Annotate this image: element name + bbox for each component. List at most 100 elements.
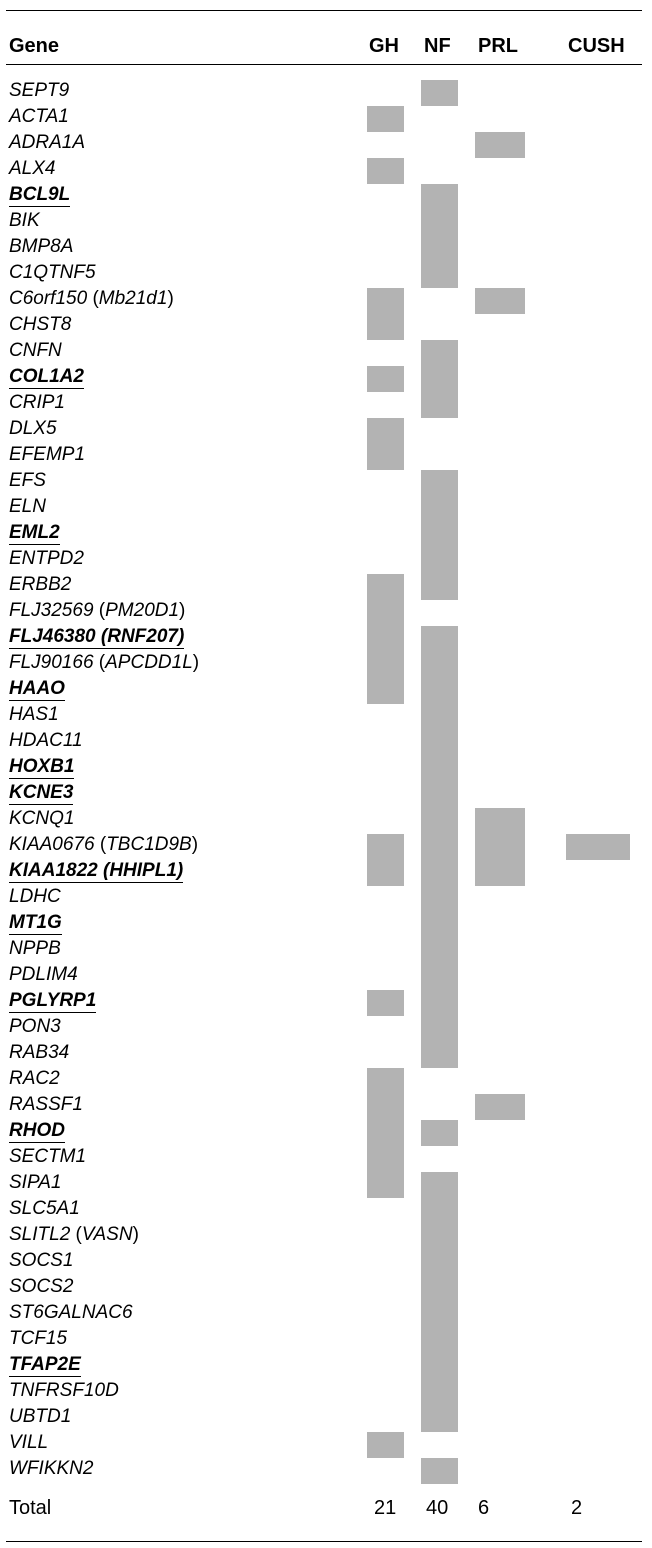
presence-bar-gh <box>367 106 404 132</box>
gene-name: ST6GALNAC6 <box>9 1302 133 1323</box>
presence-bar-nf <box>421 470 458 600</box>
gene-label: ELN <box>9 496 46 518</box>
header-prl: PRL <box>478 35 518 57</box>
gene-label: SOCS2 <box>9 1276 73 1298</box>
presence-bar-nf <box>421 1458 458 1484</box>
gene-alias: TBC1D9B <box>106 834 192 855</box>
gene-name: PDLIM4 <box>9 964 78 985</box>
gene-label: NPPB <box>9 938 61 960</box>
gene-label: SIPA1 <box>9 1172 61 1194</box>
gene-label: SEPT9 <box>9 80 69 102</box>
gene-label: FLJ32569 (PM20D1) <box>9 600 186 621</box>
header-gene: Gene <box>9 35 60 57</box>
gene-name: ENTPD2 <box>9 548 84 569</box>
gene-label: HAS1 <box>9 704 59 726</box>
header-nf: NF <box>424 35 451 57</box>
header-gh: GH <box>369 35 399 57</box>
gene-name: ALX4 <box>9 158 56 179</box>
gene-label: EFEMP1 <box>9 444 85 466</box>
presence-bar-gh <box>367 990 404 1016</box>
gene-label: EML2 <box>9 522 60 545</box>
gene-name: SIPA1 <box>9 1172 62 1193</box>
top-rule <box>6 10 642 11</box>
gene-name: VILL <box>9 1432 49 1453</box>
presence-bar-nf <box>421 340 458 418</box>
gene-label: PGLYRP1 <box>9 990 97 1013</box>
gene-label: TCF15 <box>9 1328 67 1350</box>
gene-name: HOXB1 <box>9 756 75 777</box>
gene-label: COL1A2 <box>9 366 84 389</box>
gene-label: KIAA1822 (HHIPL1) <box>9 860 184 883</box>
gene-name: COL1A2 <box>9 366 84 387</box>
gene-label: ENTPD2 <box>9 548 84 570</box>
gene-name: HAAO <box>9 678 65 699</box>
gene-label: RHOD <box>9 1120 65 1143</box>
gene-label: UBTD1 <box>9 1406 71 1428</box>
gene-name: RASSF1 <box>9 1094 83 1115</box>
gene-name: TNFRSF10D <box>9 1380 119 1401</box>
gene-label: MT1G <box>9 912 62 935</box>
gene-name: BMP8A <box>9 236 74 257</box>
gene-name: FLJ46380 <box>9 626 96 647</box>
gene-label: RASSF1 <box>9 1094 83 1116</box>
gene-name: EML2 <box>9 522 60 543</box>
presence-bar-prl <box>475 1094 525 1120</box>
gene-name: TCF15 <box>9 1328 68 1349</box>
gene-name: TFAP2E <box>9 1354 81 1375</box>
gene-name: SLITL2 <box>9 1224 71 1245</box>
gene-label: SLITL2 (VASN) <box>9 1224 139 1245</box>
presence-bar-nf <box>421 626 458 1068</box>
header-rule <box>6 64 642 65</box>
gene-name: FLJ90166 <box>9 652 94 673</box>
gene-name: LDHC <box>9 886 61 907</box>
gene-name: HAS1 <box>9 704 59 725</box>
gene-label: FLJ46380 (RNF207) <box>9 626 185 649</box>
gene-name: SEPT9 <box>9 80 70 101</box>
gene-name: CNFN <box>9 340 62 361</box>
gene-name: PON3 <box>9 1016 61 1037</box>
gene-alias: RNF207 <box>107 626 178 647</box>
gene-name: RAC2 <box>9 1068 60 1089</box>
gene-label: ERBB2 <box>9 574 71 596</box>
presence-bar-gh <box>367 834 404 886</box>
presence-bar-prl <box>475 288 525 314</box>
gene-name: NPPB <box>9 938 61 959</box>
gene-label: TNFRSF10D <box>9 1380 119 1402</box>
gene-label: PON3 <box>9 1016 61 1038</box>
gene-label: SOCS1 <box>9 1250 73 1272</box>
gene-name: C6orf150 <box>9 288 88 309</box>
total-gh: 21 <box>374 1497 397 1519</box>
gene-label: EFS <box>9 470 46 492</box>
gene-name: PGLYRP1 <box>9 990 97 1011</box>
gene-name: RHOD <box>9 1120 65 1141</box>
gene-label: RAC2 <box>9 1068 60 1090</box>
gene-name: UBTD1 <box>9 1406 72 1427</box>
gene-name: ELN <box>9 496 46 517</box>
gene-label: TFAP2E <box>9 1354 81 1377</box>
presence-bar-nf <box>421 80 458 106</box>
gene-name: KCNQ1 <box>9 808 75 829</box>
gene-label: BIK <box>9 210 40 232</box>
header-cush: CUSH <box>568 35 625 57</box>
presence-bar-nf <box>421 1172 458 1432</box>
presence-bar-gh <box>367 366 404 392</box>
total-nf: 40 <box>426 1497 449 1519</box>
presence-bar-gh <box>367 574 404 704</box>
gene-name: SOCS2 <box>9 1276 74 1297</box>
gene-label: KCNE3 <box>9 782 74 805</box>
gene-label: ST6GALNAC6 <box>9 1302 133 1324</box>
gene-name: MT1G <box>9 912 62 933</box>
gene-label: DLX5 <box>9 418 57 440</box>
gene-name: ACTA1 <box>9 106 69 127</box>
gene-label: BCL9L <box>9 184 71 207</box>
presence-bar-gh <box>367 418 404 470</box>
gene-label: WFIKKN2 <box>9 1458 93 1480</box>
gene-label: HDAC11 <box>9 730 83 752</box>
gene-name: SECTM1 <box>9 1146 87 1167</box>
gene-label: KCNQ1 <box>9 808 74 830</box>
gene-label: LDHC <box>9 886 61 908</box>
gene-label: CHST8 <box>9 314 71 336</box>
gene-name: KCNE3 <box>9 782 74 803</box>
gene-name: C1QTNF5 <box>9 262 96 283</box>
